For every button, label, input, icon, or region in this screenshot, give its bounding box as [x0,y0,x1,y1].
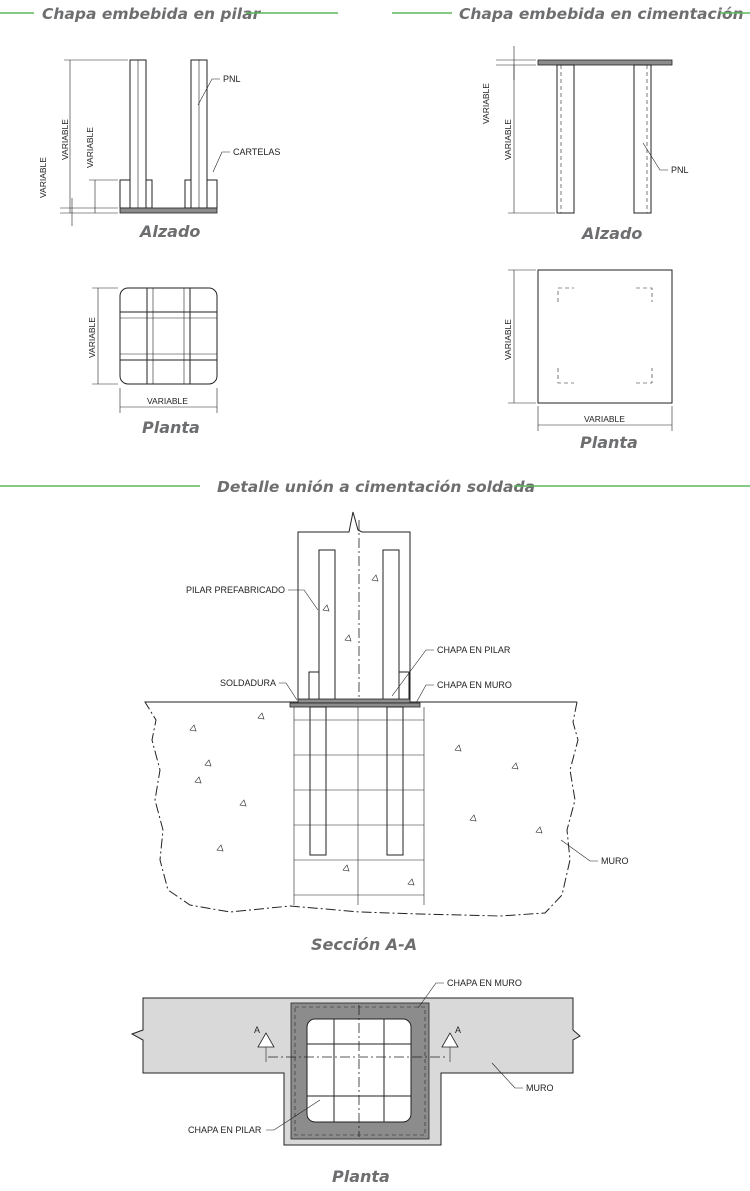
cut-label-right: A [455,1025,461,1035]
label-chapa-pilar-plan: CHAPA EN PILAR [188,1125,262,1135]
aggregate-marks [189,574,543,886]
title-chapa-pilar: Chapa embebida en pilar [42,5,262,23]
title-chapa-cimentacion: Chapa embebida en cimentación [459,5,744,23]
label-muro-plan: MURO [526,1083,554,1093]
pnl-embedded-left [309,706,327,856]
view-title-planta-left: Planta [142,418,200,437]
view-title-alzado-right: Alzado [580,224,642,243]
chapa-muro [289,702,421,708]
chapa-pilar-plan [306,1018,412,1123]
label-chapa-muro-plan: CHAPA EN MURO [447,978,522,988]
dim-plate-left: VARIABLE [38,157,48,198]
label-pnl-left: PNL [223,74,241,84]
cartela-right [206,179,218,209]
bottom-plan: A A CHAPA EN MURO CHAPA EN PILAR MURO Pl… [130,978,581,1186]
muro-concrete [144,701,579,917]
label-chapa-en-muro: CHAPA EN MURO [437,680,512,690]
view-title-planta-right: Planta [580,433,638,452]
label-cartelas: CARTELAS [233,147,280,157]
rebar-grid [293,707,425,905]
dim-plan-right-v: VARIABLE [503,319,513,360]
cut-label-left: A [254,1025,260,1035]
label-soldadura: SOLDADURA [220,678,276,688]
base-plate [119,207,218,214]
view-title-seccion: Sección A-A [311,935,417,954]
leader-cartelas [212,151,230,173]
leader-muro [560,839,598,862]
leader-chapa-pilar [391,649,434,697]
right-elevation: VARIABLE VARIABLE PNL Alzado [481,46,689,243]
leader-soldadura [279,682,298,701]
cartela-left [119,179,131,209]
left-elevation: VARIABLE VARIABLE VARIABLE PNL CARTELAS … [38,59,280,241]
header-detail: Detalle unión a cimentación soldada [0,478,750,496]
chapa-pilar [297,698,411,704]
left-plan: VARIABLE VARIABLE Planta [87,287,218,437]
dim-total-right: VARIABLE [503,119,513,160]
leader-pnl [197,78,220,106]
label-pnl-right: PNL [671,165,689,175]
leader-pnl-right [642,142,668,171]
leader-muro-plan [491,1062,523,1089]
header-right: Chapa embebida en cimentación [392,5,750,23]
dim-total-left: VARIABLE [60,119,70,160]
cut-marker-right: A [441,1025,461,1062]
pnl-in-column-right [382,549,400,701]
pnl-right-2 [633,64,652,214]
view-title-alzado-left: Alzado [138,222,200,241]
dim-mid-left: VARIABLE [85,127,95,168]
label-chapa-en-pilar: CHAPA EN PILAR [437,645,511,655]
dim-plan-left-v: VARIABLE [87,317,97,358]
label-pilar-prefabricado: PILAR PREFABRICADO [186,585,285,595]
dim-plan-left-h: VARIABLE [147,396,188,406]
leader-chapa-pilar-plan [266,1099,321,1131]
cut-marker-left: A [254,1025,275,1062]
pnl-in-column-left [318,549,336,701]
label-muro: MURO [601,856,629,866]
plan-left-outline [119,287,218,385]
dim-plate-right: VARIABLE [481,83,491,124]
pnl-right-1 [556,64,575,214]
leader-chapa-muro [415,684,434,704]
leader-chapa-muro-plan [417,982,444,1009]
leader-pilar [288,589,319,611]
title-detalle: Detalle unión a cimentación soldada [217,478,535,496]
dim-plan-right-h: VARIABLE [584,414,625,424]
header-left: Chapa embebida en pilar [0,5,338,23]
pnl-embedded-right [386,706,404,856]
section-a-a: PILAR PREFABRICADO CHAPA EN PILAR SOLDAD… [144,511,629,954]
plan-right-outline [537,269,673,404]
right-plan: VARIABLE VARIABLE Planta [503,269,673,452]
top-plate-right [537,59,673,66]
view-title-planta-bottom: Planta [332,1167,390,1186]
